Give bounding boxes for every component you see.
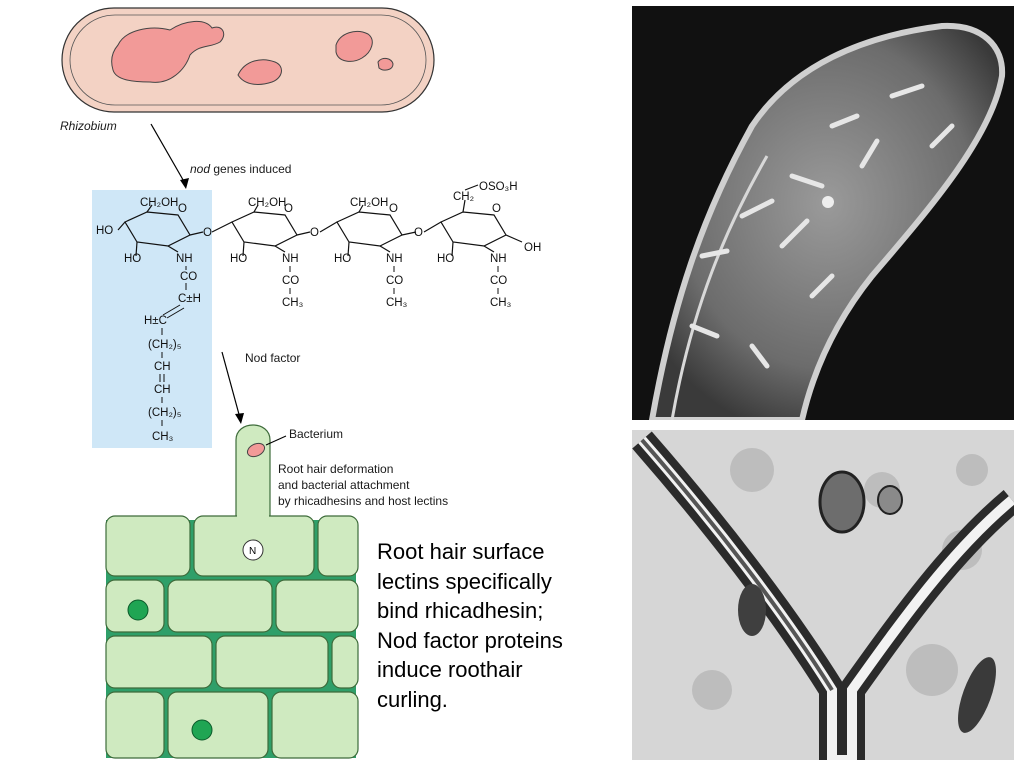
ring2-ch3: CH₃ [282,297,304,309]
link-o-3: O [414,227,423,239]
rhizobium-cell [61,7,435,113]
inclusion-2 [237,59,282,85]
caption-line-1: Root hair surface [377,539,545,564]
nodulation-diagram: CH₂OH HO HO O NH CO O C±H H±C (CH₂)₅ CH … [61,7,541,759]
ring2-nh: NH [282,253,299,265]
nod-genes-label: nod genes induced [190,162,291,176]
ring3-co: CO [386,275,403,287]
caption-line-3: bind rhicadhesin; [377,598,544,623]
nod-italic: nod [190,162,211,176]
nucleus-label: N [249,546,256,557]
acyl-ch2-5-a: (CH₂)₅ [148,339,182,351]
ring2-co: CO [282,275,299,287]
ring4-ch3: CH₃ [490,297,512,309]
sem-micrograph-drawing [632,6,1014,420]
ring2-ho: HO [230,253,247,265]
ring4-o: O [492,203,501,215]
ring2-o: O [284,203,293,215]
nod-factor-structure: CH₂OH HO HO O NH CO O C±H H±C (CH₂)₅ CH … [96,181,541,443]
acyl-ch-a: CH [154,361,171,373]
slide-caption: Root hair surface lectins specifically b… [377,537,617,714]
sugar-ring-3 [319,204,417,257]
sugar-ring-1 [117,204,204,257]
inclusion-3 [335,31,373,62]
acyl-c-h: C±H [178,293,201,305]
ring4-ho: HO [437,253,454,265]
nod-factor-label: Nod factor [245,351,301,365]
sem-micrograph [632,6,1014,420]
acyl-chain-highlight [92,190,212,448]
bacterium-label: Bacterium [289,427,344,441]
ring1-nh: NH [176,253,193,265]
ring1-ho-b: HO [124,253,141,265]
arrow-to-root-hair [221,351,241,419]
ring4-oso3h: OSO₃H [479,181,518,193]
ring3-o: O [389,203,398,215]
link-o-1: O [203,227,212,239]
tem-micrograph [632,430,1014,760]
sugar-ring-4 [423,184,523,257]
ring1-o: O [178,203,187,215]
ring3-ho: HO [334,253,351,265]
ring3-ch3: CH₃ [386,297,408,309]
caption-line-6: curling. [377,686,448,712]
ring4-oh: OH [524,242,541,254]
ring1-ch2oh: CH₂OH [140,197,178,209]
deformation-line-1: Root hair deformation [278,462,394,476]
ring4-co: CO [490,275,507,287]
ring4-nh: NH [490,253,507,265]
acyl-h-c: H±C [144,315,167,327]
caption-line-2: lectins specifically [377,568,552,594]
deformation-line-3: by rhicadhesins and host lectins [278,494,449,508]
acyl-ch-b: CH [154,384,171,396]
acyl-ch3: CH₃ [152,431,174,443]
deformation-label: Root hair deformation and bacterial atta… [278,461,448,509]
inclusion-4 [377,57,394,71]
root-tissue [105,424,359,759]
tem-micrograph-drawing [632,430,1014,760]
link-o-2: O [310,227,319,239]
ring4-ch2: CH₂ [453,191,474,203]
ring3-nh: NH [386,253,403,265]
deformation-line-2: and bacterial attachment [278,478,410,492]
arrow-to-nod-factor [150,123,187,186]
ring2-ch2oh: CH₂OH [248,197,286,209]
inclusion-1 [111,21,225,83]
sugar-ring-2 [211,204,311,257]
ring1-ho-a: HO [96,225,113,237]
caption-line-4: Nod factor proteins [377,627,563,653]
ring1-co: CO [180,271,197,283]
acyl-ch2-5-b: (CH₂)₅ [148,407,182,419]
ring3-ch2oh: CH₂OH [350,197,388,209]
caption-line-5: induce roothair [377,657,523,682]
nod-rest: genes induced [210,162,292,176]
rhizobium-label: Rhizobium [60,119,117,133]
